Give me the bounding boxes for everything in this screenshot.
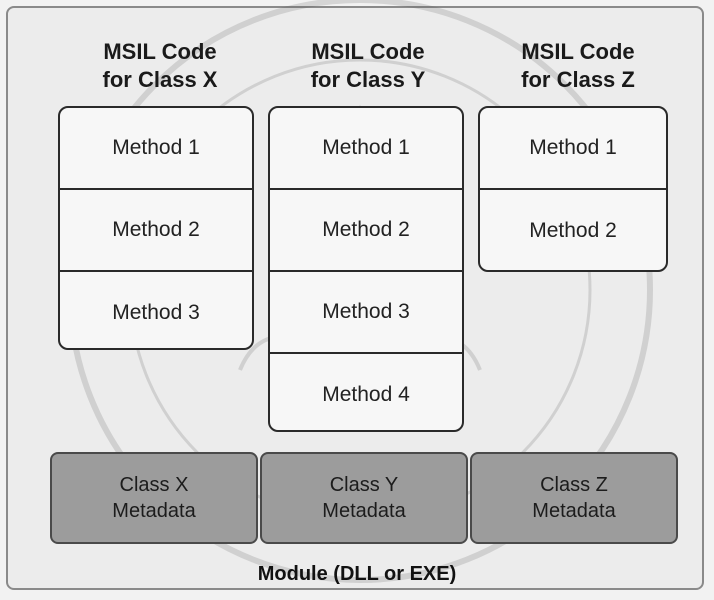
- class-x-metadata-line1: Class X: [119, 474, 189, 496]
- class-x-metadata: Class X Metadata: [50, 452, 258, 544]
- class-z-title: MSIL Code for Class Z: [521, 39, 635, 92]
- module-label: Module (DLL or EXE): [257, 563, 457, 585]
- class-y-method-2: Method 2: [270, 190, 462, 272]
- class-x-metadata-line2: Metadata: [112, 500, 196, 522]
- class-x-methods: Method 1 Method 2 Method 3: [58, 106, 254, 350]
- class-y-method-4: Method 4: [322, 383, 410, 406]
- class-x-method-2: Method 2: [60, 190, 252, 272]
- class-z-metadata-line1: Class Z: [540, 474, 608, 496]
- class-y-metadata-line1: Class Y: [329, 474, 399, 496]
- class-z-metadata: Class Z Metadata: [470, 452, 678, 544]
- class-y-title: MSIL Code for Class Y: [310, 39, 426, 92]
- class-y-method-1: Method 1: [270, 108, 462, 190]
- class-x-method-1: Method 1: [60, 108, 252, 190]
- class-z-method-2: Method 2: [529, 219, 617, 242]
- class-z-methods: Method 1 Method 2: [478, 106, 668, 272]
- class-z-metadata-line2: Metadata: [532, 500, 616, 522]
- class-y-metadata-line2: Metadata: [322, 500, 406, 522]
- class-z-method-1: Method 1: [480, 108, 666, 190]
- class-x-title: MSIL Code for Class X: [102, 39, 218, 92]
- class-y-metadata: Class Y Metadata: [260, 452, 468, 544]
- class-x-method-3: Method 3: [112, 301, 200, 324]
- class-y-method-3: Method 3: [270, 272, 462, 354]
- class-y-methods: Method 1 Method 2 Method 3 Method 4: [268, 106, 464, 432]
